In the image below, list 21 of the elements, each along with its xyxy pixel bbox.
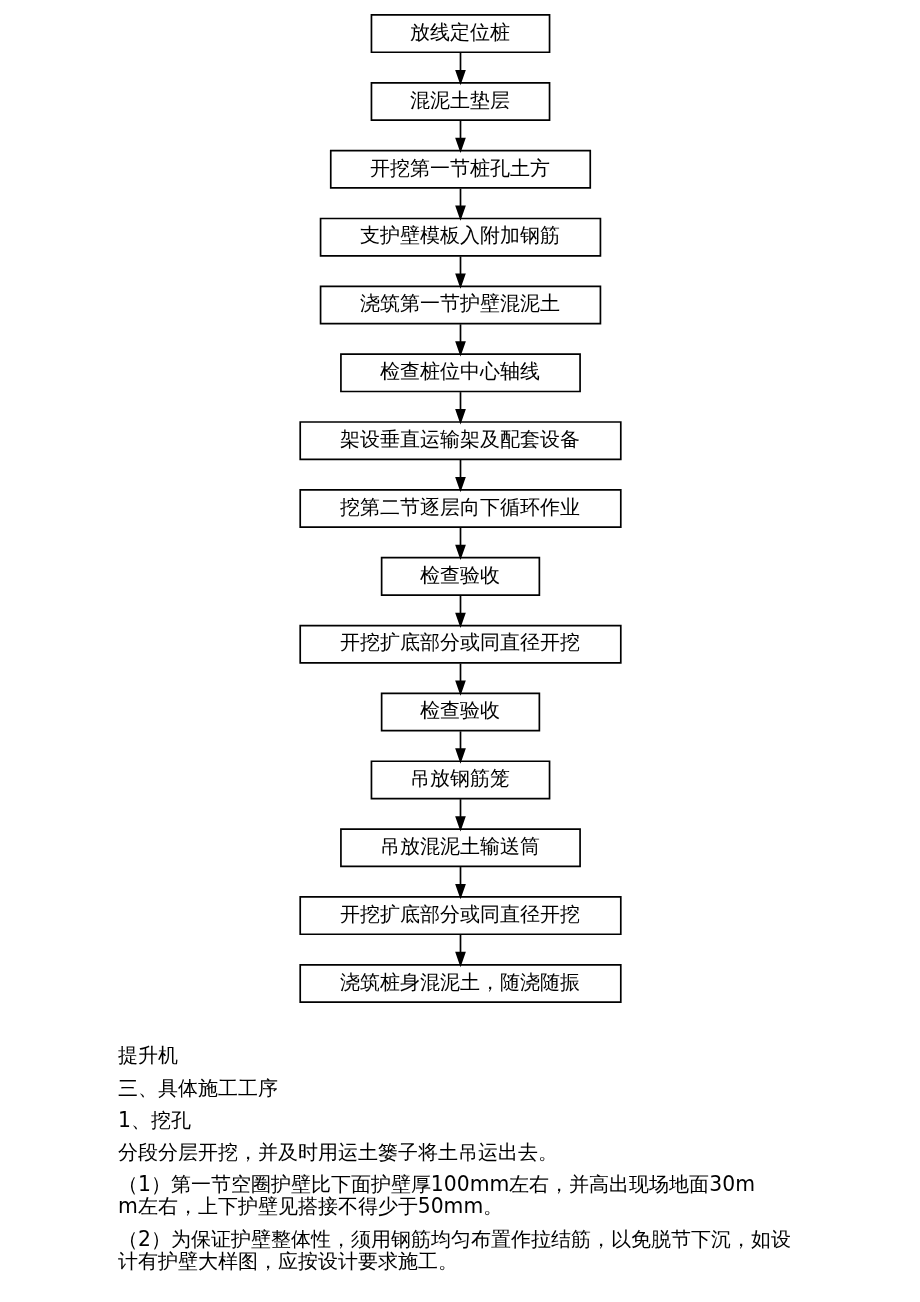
node-box: 浇筑第一节护壁混泥土	[319, 285, 601, 325]
label: 提升机	[117, 1043, 178, 1068]
node-box: 放线定位桩	[370, 14, 550, 54]
label: （1）第一节空圈护壁比下面护壁厚100mm左右，并高出现场地面30mm左右，上下护壁见搭接不得少于50mm。	[117, 1172, 755, 1219]
node-box: 吊放钢筋笼	[370, 760, 550, 800]
label: 三、具体施工工序	[117, 1075, 278, 1100]
label: 分段分层开挖，并及时用运土篓子将土吊运出去。	[117, 1140, 558, 1165]
node-box: 架设垂直运输架及配套设备	[298, 421, 622, 461]
node-box: 开挖扩底部分或同直径开挖	[298, 624, 622, 664]
node-box: 开挖第一节桩孔土方	[329, 149, 591, 189]
node-box: 开挖扩底部分或同直径开挖	[298, 896, 622, 936]
node-box: 检查验收	[380, 556, 540, 596]
node-box: 混泥土垫层	[370, 81, 550, 121]
node-box: 支护壁模板入附加钢筋	[319, 217, 601, 257]
label: （2）为保证护壁整体性，须用钢筋均匀布置作拉结筋，以免脱节下沉，如设计有护壁大样图，应按设计要求施工。	[117, 1226, 791, 1273]
label: 1、挖孔	[117, 1107, 191, 1132]
node-box: 检查验收	[380, 692, 540, 732]
node-box: 检查桩位中心轴线	[339, 353, 581, 393]
node-box: 挖第二节逐层向下循环作业	[298, 489, 622, 529]
node-box: 浇筑桩身混泥土，随浇随振	[298, 963, 622, 1003]
node-box: 吊放混泥土输送筒	[339, 828, 581, 868]
